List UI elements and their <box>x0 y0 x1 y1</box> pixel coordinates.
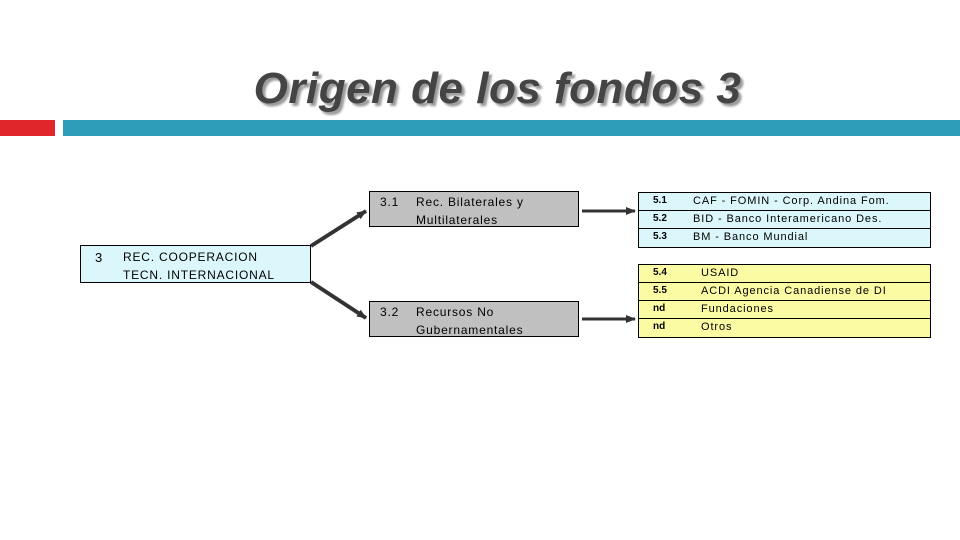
root-number: 3 <box>95 250 104 265</box>
branch-label-line-2: Gubernamentales <box>416 323 524 337</box>
item-code: 5.1 <box>653 195 667 206</box>
list-item: 5.5 ACDI Agencia Canadiense de DI <box>639 283 930 301</box>
item-label: USAID <box>701 267 740 279</box>
item-label: CAF - FOMIN - Corp. Andina Fom. <box>693 195 890 207</box>
list-item: nd Fundaciones <box>639 301 930 319</box>
arrow-root-to-branch-2 <box>309 280 368 320</box>
accent-bar-teal <box>63 120 960 136</box>
branch-label-line-2: Multilaterales <box>416 213 498 227</box>
item-label: BM - Banco Mundial <box>693 231 809 243</box>
list-item: 5.2 BID - Banco Interamericano Des. <box>639 211 930 229</box>
branch-label-line-1: Rec. Bilaterales y <box>416 195 524 209</box>
item-code: nd <box>653 303 666 314</box>
arrow-root-to-branch-1 <box>309 209 368 248</box>
item-code: 5.5 <box>653 285 667 296</box>
funding-source-list-2: 5.4 USAID 5.5 ACDI Agencia Canadiense de… <box>638 264 931 338</box>
root-label-line-1: REC. COOPERACION <box>123 250 258 264</box>
branch-node-3-2: 3.2 Recursos No Gubernamentales <box>369 301 579 337</box>
funding-source-list-1: 5.1 CAF - FOMIN - Corp. Andina Fom. 5.2 … <box>638 192 931 248</box>
item-label: ACDI Agencia Canadiense de DI <box>701 285 887 297</box>
page-title: Origen de los fondos 3 <box>253 64 742 113</box>
item-code: 5.4 <box>653 267 667 278</box>
list-item: 5.1 CAF - FOMIN - Corp. Andina Fom. <box>639 193 930 211</box>
list-item: nd Otros <box>639 319 930 337</box>
branch-node-3-1: 3.1 Rec. Bilaterales y Multilaterales <box>369 191 579 227</box>
root-node: 3 REC. COOPERACION TECN. INTERNACIONAL <box>80 245 311 283</box>
branch-number: 3.1 <box>380 195 400 209</box>
item-label: Fundaciones <box>701 303 774 315</box>
list-item: 5.3 BM - Banco Mundial <box>639 229 930 247</box>
item-code: 5.2 <box>653 213 667 224</box>
item-label: Otros <box>701 321 733 333</box>
branch-label-line-1: Recursos No <box>416 305 495 319</box>
item-code: nd <box>653 321 666 332</box>
list-item: 5.4 USAID <box>639 265 930 283</box>
branch-number: 3.2 <box>380 305 400 319</box>
root-label-line-2: TECN. INTERNACIONAL <box>123 268 275 282</box>
item-code: 5.3 <box>653 231 667 242</box>
accent-bar-red <box>0 120 55 136</box>
item-label: BID - Banco Interamericano Des. <box>693 213 883 225</box>
